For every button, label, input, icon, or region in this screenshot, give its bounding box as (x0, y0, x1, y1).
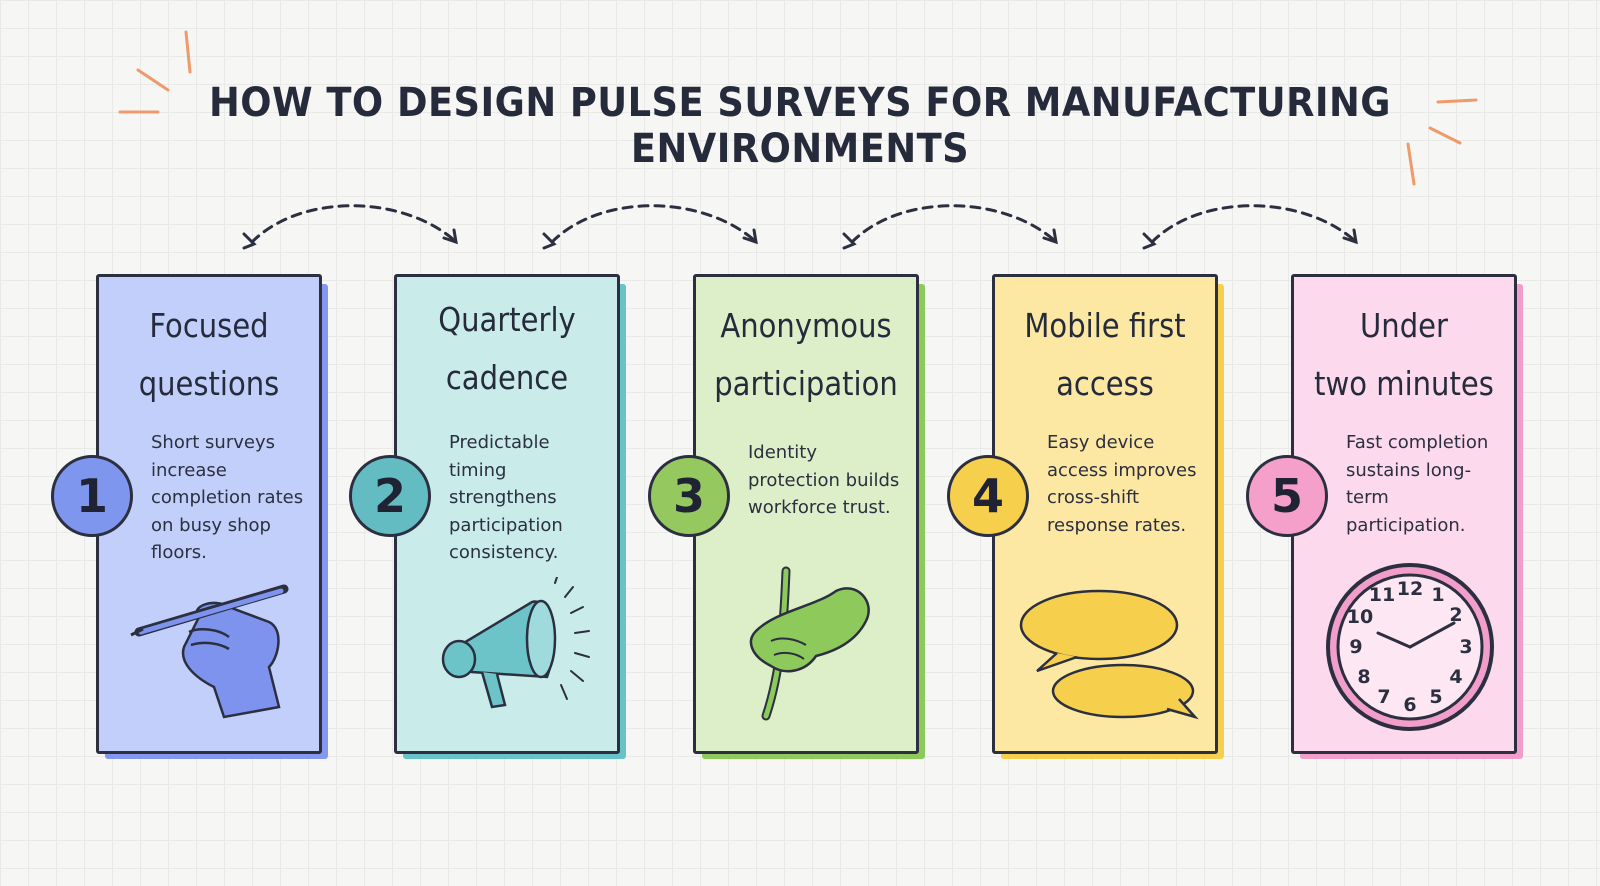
page-title: HOW TO DESIGN PULSE SURVEYS FOR MANUFACT… (209, 80, 1391, 172)
speech-bubbles-icon (1019, 589, 1199, 720)
svg-text:11: 11 (1369, 584, 1395, 606)
step-number-badge: 3 (648, 455, 730, 537)
svg-text:3: 3 (1459, 636, 1472, 658)
connector-arrow-3-4 (842, 204, 1058, 250)
connector-arrow-2-3 (542, 204, 758, 250)
step-title-line1: Quarterly (438, 300, 576, 339)
step-card-2: Quarterly cadence Predictable timing str… (349, 274, 626, 759)
step-title-line1: Focused (149, 306, 269, 345)
step-number-badge: 2 (349, 455, 431, 537)
svg-text:9: 9 (1349, 636, 1362, 658)
step-title: Mobile first access (1008, 297, 1202, 413)
step-description: Short surveys increase completion rates … (151, 432, 304, 563)
step-description: Fast completion sustains long-term parti… (1346, 432, 1489, 536)
svg-text:4: 4 (1449, 666, 1462, 688)
step-title-line1: Under (1360, 306, 1448, 345)
step-title-line2: cadence (445, 358, 569, 397)
step-description: Predictable timing strengthens participa… (449, 432, 563, 563)
hand-writing-pen-icon (130, 584, 289, 719)
svg-text:1: 1 (1431, 584, 1444, 606)
step-title-line1: Anonymous (720, 306, 892, 345)
step-title: Focused questions (112, 297, 306, 413)
step-title: Anonymous participation (709, 297, 903, 413)
svg-text:10: 10 (1347, 606, 1373, 628)
step-title: Under two minutes (1307, 297, 1501, 413)
step-card-4: Mobile first access Easy device access i… (947, 274, 1224, 759)
svg-text:12: 12 (1397, 578, 1423, 600)
step-title-line2: access (1056, 364, 1154, 403)
connector-arrow-4-5 (1142, 204, 1358, 250)
step-number-badge: 4 (947, 455, 1029, 537)
connector-arrow-1-2 (242, 204, 458, 250)
step-description: Easy device access improves cross-shift … (1047, 432, 1197, 536)
step-number-badge: 1 (51, 455, 133, 537)
svg-text:8: 8 (1357, 666, 1370, 688)
step-title-line1: Mobile first (1024, 306, 1186, 345)
step-card-3: Anonymous participation Identity protect… (648, 274, 925, 759)
svg-text:5: 5 (1429, 686, 1442, 708)
step-title-line2: two minutes (1314, 364, 1494, 403)
step-card-1: Focused questions Short surveys increase… (51, 274, 328, 759)
step-title-line2: questions (138, 364, 280, 403)
svg-text:7: 7 (1377, 686, 1390, 708)
svg-text:2: 2 (1449, 604, 1462, 626)
step-number-badge: 5 (1246, 455, 1328, 537)
megaphone-icon (441, 577, 590, 709)
hand-holding-pen-icon (749, 566, 870, 721)
step-card-5: Under two minutes Fast completion sustai… (1246, 274, 1523, 759)
step-title-line2: participation (714, 364, 898, 403)
svg-text:6: 6 (1403, 694, 1416, 716)
step-title: Quarterly cadence (410, 291, 604, 407)
step-description: Identity protection builds workforce tru… (748, 442, 900, 518)
